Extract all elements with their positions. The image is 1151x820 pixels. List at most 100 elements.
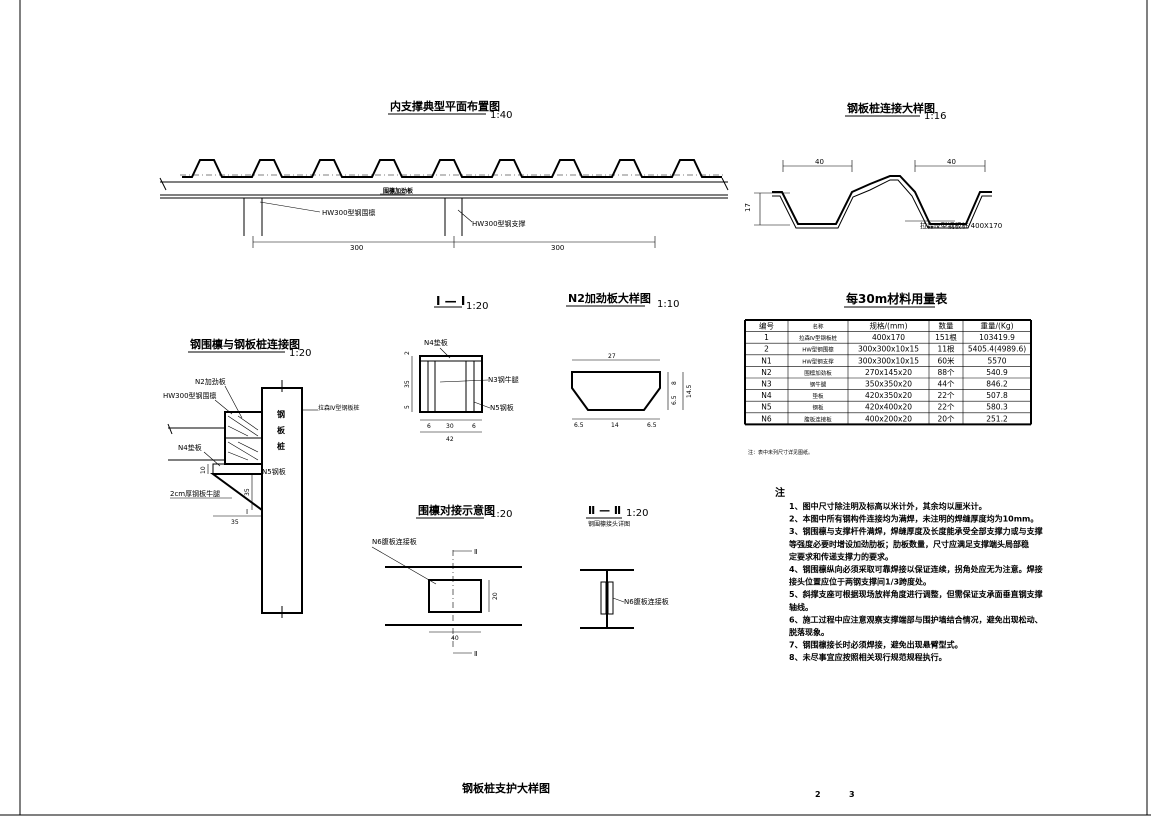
note-line: 7、钢围檩接长时必须焊接，避免出现悬臂型式。 xyxy=(789,640,963,650)
note-line: 3、钢围檩与支撑杆件满焊，焊缝厚度及长度能承受全部支撑力或与支撑 xyxy=(789,526,1043,536)
note-line: 轴线。 xyxy=(789,602,813,612)
conn-label-n2: N2加劲板 xyxy=(195,377,226,386)
sheet-title: 钢板桩支护大样图 xyxy=(462,781,550,795)
sec2-label-n6: N6腹板连接板 xyxy=(624,597,669,606)
sec1-label-n5: N5钢板 xyxy=(490,403,514,412)
conn-label-plate: 2cm厚钢板牛腿 xyxy=(170,489,220,498)
butt-dim-40: 40 xyxy=(451,635,459,642)
n2-stiffener-detail: N2加劲板大样图 1:10 27 8 6.5 14.5 6.5 14 6.5 xyxy=(566,291,693,429)
table-cell: 钢板 xyxy=(812,404,824,412)
table-cell: HW型钢围檩 xyxy=(802,346,834,354)
table-cell: 846.2 xyxy=(986,380,1008,389)
joint-label: 拉森Ⅳ型钢板桩 400X170 xyxy=(920,221,1002,230)
note-line: 定要求和传递支撑力的要求。 xyxy=(788,551,893,561)
butt-dim-20: 20 xyxy=(492,592,499,600)
conn-scale: 1:20 xyxy=(289,348,311,359)
plan-dim-left: 300 xyxy=(350,244,363,252)
table-cell: 400x200x20 xyxy=(865,414,912,423)
notes-heading: 注 xyxy=(775,486,785,499)
table-cell: N2 xyxy=(761,368,772,377)
note-line: 1、图中尺寸除注明及标高以米计外，其余均以厘米计。 xyxy=(789,501,987,511)
sec1-dim-2: 2 xyxy=(404,351,411,355)
table-cell: 420x400x20 xyxy=(865,403,912,412)
table-cell: 钢牛腿 xyxy=(810,381,827,389)
note-line: 8、未尽事宜应按照相关现行规范规程执行。 xyxy=(789,652,947,662)
table-cell: 251.2 xyxy=(986,414,1008,423)
table-cell: 1 xyxy=(764,333,769,342)
n2-dim-27: 27 xyxy=(608,353,616,360)
table-cell: 围檩加劲板 xyxy=(804,369,832,377)
table-cell: 300x300x10x15 xyxy=(858,356,919,365)
n2-dim-65b: 6.5 xyxy=(647,422,657,429)
sec1-dim-35: 35 xyxy=(404,380,411,388)
table-cell: 270x145x20 xyxy=(865,368,912,377)
sec1-label-n4: N4垫板 xyxy=(424,338,448,347)
table-cell: N6 xyxy=(761,414,772,423)
plan-title: 内支撑典型平面布置图 xyxy=(390,99,500,113)
butt-mark-bot: Ⅱ xyxy=(474,650,477,658)
sheet-pile-profile xyxy=(182,159,722,178)
butt-label-n6: N6腹板连接板 xyxy=(372,537,417,546)
table-cell: 垫板 xyxy=(812,392,824,400)
n2-title: N2加劲板大样图 xyxy=(568,291,651,305)
joint-title: 钢板桩连接大样图 xyxy=(847,101,935,115)
table-cell: HW型钢支撑 xyxy=(802,357,834,365)
conn-label-pile: 拉森Ⅳ型钢板桩 xyxy=(318,404,360,412)
table-cell: N1 xyxy=(761,356,772,365)
sec1-dim-5: 5 xyxy=(404,405,411,409)
table-cell: 60米 xyxy=(937,355,955,365)
table-cell: N4 xyxy=(761,391,772,400)
conn-sheet-pile xyxy=(261,387,303,614)
table-cell: 44个 xyxy=(937,380,955,389)
sec2-scale: 1:20 xyxy=(626,508,648,519)
plan-view: 内支撑典型平面布置图 1:40 围檩加劲板 HW300型钢围檩 HW300型钢支… xyxy=(159,99,729,252)
purlin-connection-detail: 钢围檩与钢板桩连接图 1:20 钢 板 桩 N2加劲板 HW300型钢围檩 拉森… xyxy=(163,337,360,618)
table-header-cell: 编号 xyxy=(759,321,774,331)
joint-pile-profile xyxy=(772,175,992,225)
section-i-i: I — I 1:20 N4垫板 N3钢牛腿 N5钢板 2 35 5 6 30 6… xyxy=(404,294,519,443)
plan-label-purlin-stiffener: 围檩加劲板 xyxy=(383,187,414,195)
table-cell: N5 xyxy=(761,403,772,412)
conn-dim-10: 10 xyxy=(200,466,207,474)
sec1-label-n3: N3钢牛腿 xyxy=(488,375,519,384)
sec1-dim-6a: 6 xyxy=(427,423,431,430)
n2-dim-65a: 6.5 xyxy=(574,422,584,429)
note-line: 2、本图中所有钢构件连接均为满焊，未注明的焊缝厚度均为10mm。 xyxy=(789,514,1038,524)
table-cell: 300x300x10x15 xyxy=(858,345,919,354)
table-cell: 拉森Ⅳ型钢板桩 xyxy=(799,334,838,342)
table-cell: N3 xyxy=(761,380,772,389)
table-cell: 11根 xyxy=(937,344,955,354)
n2-dim-65v: 6.5 xyxy=(671,395,678,405)
conn-label-hw: HW300型钢围檩 xyxy=(163,391,217,400)
n2-dim-14: 14 xyxy=(611,422,619,429)
n2-scale: 1:10 xyxy=(657,299,679,310)
table-cell: 2 xyxy=(764,345,769,354)
table-cell: 580.3 xyxy=(986,403,1008,412)
strut-left xyxy=(243,198,263,236)
plan-label-hw-purlin: HW300型钢围檩 xyxy=(322,208,376,217)
conn-label-n5: N5钢板 xyxy=(262,467,286,476)
joint-dim-right: 40 xyxy=(947,158,956,166)
table-header-cell: 规格/(mm) xyxy=(870,321,908,331)
sheet-page-a: 2 xyxy=(815,790,821,799)
sec2-title: Ⅱ — Ⅱ xyxy=(588,504,621,517)
conn-pile-char-3: 桩 xyxy=(277,441,285,451)
table-cell: 88个 xyxy=(937,368,955,377)
sec1-outline xyxy=(419,355,483,413)
butt-scale: 1:20 xyxy=(490,509,512,520)
n2-plate xyxy=(571,371,661,411)
table-header-cell: 重量/(Kg) xyxy=(980,322,1013,331)
table-cell: 22个 xyxy=(937,403,955,412)
note-line: 接头位置应位于两钢支撑间1/3跨度处。 xyxy=(789,577,931,587)
n2-dim-145: 14.5 xyxy=(686,384,693,398)
conn-dim-35h: 35 xyxy=(231,519,239,526)
table-title: 每30m材料用量表 xyxy=(846,291,948,306)
table-cell: 20个 xyxy=(937,414,955,423)
table-footnote: 注：表中未列尺寸详见图纸。 xyxy=(748,449,813,456)
table-cell: 350x350x20 xyxy=(865,380,912,389)
table-cell: 507.8 xyxy=(986,391,1008,400)
sec1-scale: 1:20 xyxy=(466,301,488,312)
